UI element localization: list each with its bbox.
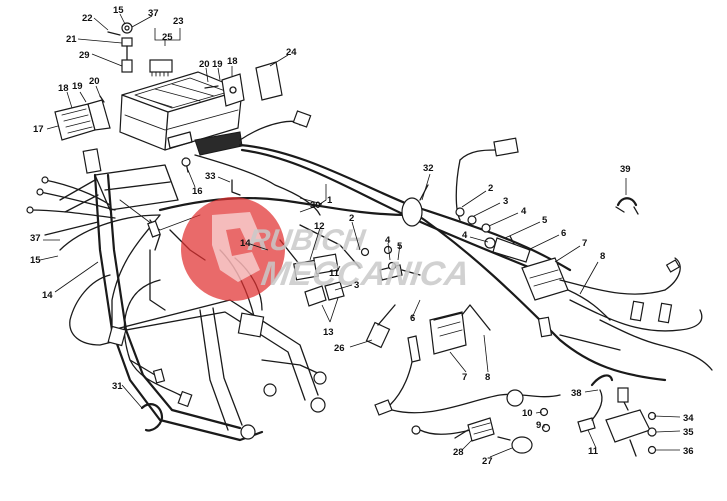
callout-numbers: 22 15 37 23 21 25 29 20 19 18 24 18 19 2… [30, 5, 694, 467]
callout-20-left: 20 [89, 76, 100, 87]
callout-23: 23 [173, 16, 184, 27]
callout-6-centre: 6 [410, 313, 415, 324]
top-small-parts [54, 22, 283, 196]
main-harness [26, 110, 667, 408]
callout-9: 9 [536, 420, 541, 431]
callout-4-right: 4 [521, 206, 527, 217]
callout-19-top: 19 [212, 59, 223, 70]
callout-14-centre: 14 [240, 238, 251, 249]
callout-8-centre: 8 [485, 372, 490, 383]
callout-28: 28 [453, 447, 464, 458]
callout-12: 12 [314, 221, 325, 232]
watermark-line2: MECCANICA [259, 255, 472, 293]
callout-15-top: 15 [113, 5, 124, 16]
callout-11-centre: 11 [329, 268, 340, 279]
right-components [455, 137, 713, 457]
callout-2-right: 2 [488, 183, 493, 194]
callout-13: 13 [323, 327, 334, 338]
callout-30: 30 [310, 200, 321, 211]
callout-20-top: 20 [199, 59, 210, 70]
callout-2-centre: 2 [349, 213, 354, 224]
hook-31 [140, 403, 164, 432]
callout-26: 26 [334, 343, 345, 354]
callout-1: 1 [327, 195, 333, 206]
callout-11-right: 11 [588, 446, 599, 457]
callout-37-top: 37 [148, 8, 159, 19]
callout-35: 35 [683, 427, 694, 438]
callout-33: 33 [205, 171, 216, 182]
watermark-line1: RUBICH [246, 224, 368, 257]
callout-38: 38 [571, 388, 582, 399]
callout-7-centre: 7 [462, 372, 467, 383]
callout-3-centre: 3 [354, 280, 359, 291]
callout-4-mid: 4 [462, 230, 468, 241]
callout-14-left: 14 [42, 290, 53, 301]
callout-7-right: 7 [582, 238, 587, 249]
callout-25: 25 [162, 32, 173, 43]
callout-8: 8 [600, 251, 605, 262]
callout-39: 39 [620, 164, 631, 175]
callout-4-centre: 4 [385, 235, 391, 246]
callout-29: 29 [79, 50, 90, 61]
ecu-unit [119, 59, 243, 156]
callout-10: 10 [522, 408, 533, 419]
callout-36: 36 [683, 446, 694, 457]
callout-21: 21 [66, 34, 77, 45]
watermark-logo: RUBICH MECCANICA [181, 197, 472, 301]
callout-5-centre: 5 [397, 241, 403, 252]
callout-15-left: 15 [30, 255, 41, 266]
callout-17: 17 [33, 124, 44, 135]
callout-3-right: 3 [503, 196, 508, 207]
callout-32: 32 [423, 163, 434, 174]
callout-16: 16 [192, 186, 203, 197]
callout-37-left: 37 [30, 233, 41, 244]
centre-components [293, 245, 561, 454]
callout-18-left: 18 [58, 83, 69, 94]
leader-lines [39, 13, 681, 458]
callout-24: 24 [286, 47, 297, 58]
callout-19-left: 19 [72, 81, 83, 92]
callout-34: 34 [683, 413, 694, 424]
callout-6-right: 6 [561, 228, 566, 239]
callout-5-right: 5 [542, 215, 548, 226]
callout-31: 31 [112, 381, 123, 392]
callout-27: 27 [482, 456, 493, 467]
callout-22: 22 [82, 13, 93, 24]
callout-18-top: 18 [227, 56, 238, 67]
